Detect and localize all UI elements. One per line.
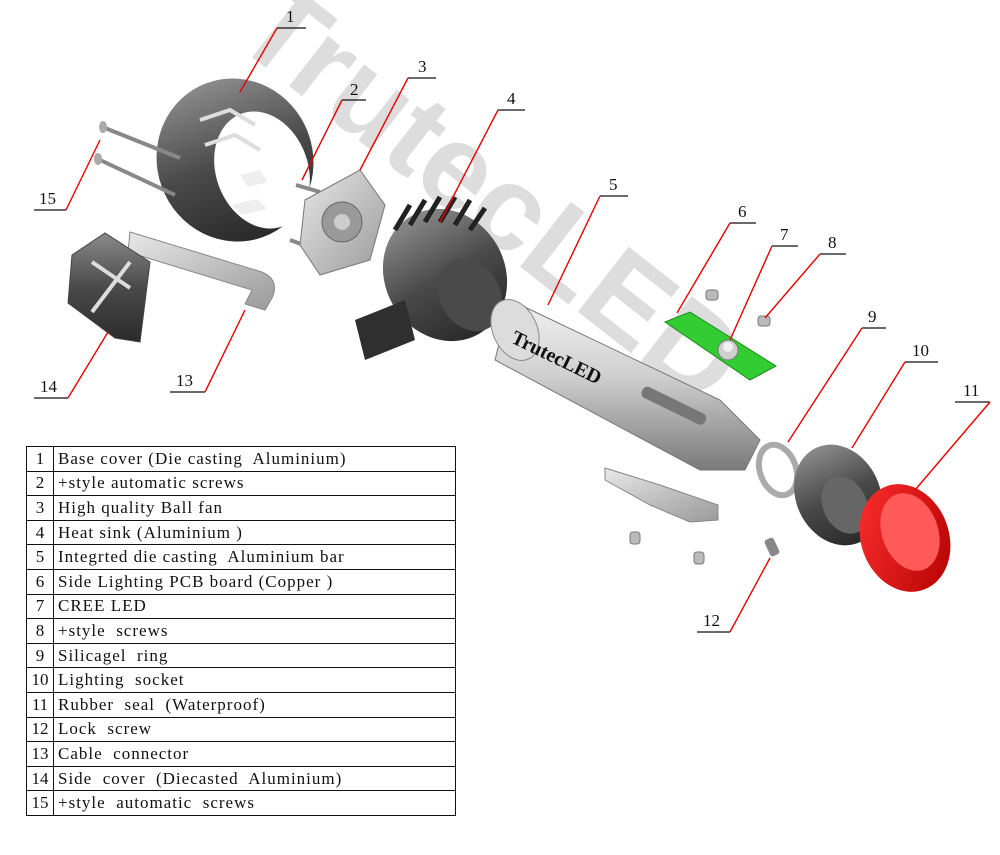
callout-12: 12 — [697, 557, 771, 633]
part-number: 15 — [26, 790, 54, 816]
part-number: 4 — [26, 519, 54, 546]
callout-10: 10 — [851, 341, 938, 449]
svg-text:9: 9 — [868, 307, 877, 326]
callout-13: 13 — [170, 309, 246, 393]
part-description: Rubber seal (Waterproof) — [53, 691, 456, 718]
part-number: 6 — [26, 568, 54, 595]
svg-text:13: 13 — [176, 371, 193, 390]
part-cable-connector — [127, 231, 275, 311]
callouts: 1 2 3 4 5 6 7 — [34, 7, 991, 633]
table-row: 8+style screws — [26, 618, 456, 644]
callout-5: 5 — [547, 175, 628, 306]
part-description: CREE LED — [53, 593, 456, 620]
callout-1: 1 — [239, 7, 306, 93]
part-number: 2 — [26, 470, 54, 497]
table-row: 15+style automatic screws — [26, 790, 456, 816]
svg-text:12: 12 — [703, 611, 720, 630]
part-description: Heat sink (Aluminium ) — [53, 519, 456, 546]
svg-text:11: 11 — [963, 381, 979, 400]
part-number: 10 — [26, 667, 54, 693]
svg-text:8: 8 — [828, 233, 837, 252]
part-rubber-seal — [859, 484, 951, 592]
part-number: 13 — [26, 741, 54, 767]
part-description: +style automatic screws — [53, 790, 456, 816]
part-description: Base cover (Die casting Aluminium) — [53, 446, 456, 472]
svg-text:10: 10 — [912, 341, 929, 360]
svg-text:3: 3 — [418, 57, 427, 76]
part-description: Lighting socket — [53, 667, 456, 693]
part-description: Side Lighting PCB board (Copper ) — [53, 568, 456, 595]
callout-9: 9 — [787, 307, 886, 443]
part-bottom-plate — [604, 467, 719, 565]
part-number: 14 — [26, 765, 54, 792]
svg-text:5: 5 — [609, 175, 618, 194]
part-description: Silicagel ring — [53, 642, 456, 669]
part-description: +style automatic screws — [53, 470, 456, 497]
part-side-cover — [67, 232, 151, 343]
part-description: Lock screw — [53, 716, 456, 743]
part-base-cover — [156, 78, 314, 242]
part-description: High quality Ball fan — [53, 495, 456, 521]
part-silicagel-ring — [755, 441, 801, 499]
svg-text:2: 2 — [350, 80, 359, 99]
part-description: Side cover (Diecasted Aluminium) — [53, 765, 456, 792]
part-number: 7 — [26, 593, 54, 620]
part-number: 5 — [26, 544, 54, 570]
part-lock-screw — [764, 537, 780, 557]
svg-text:4: 4 — [507, 89, 516, 108]
part-number: 12 — [26, 716, 54, 743]
part-description: Integrted die casting Aluminium bar — [53, 544, 456, 570]
part-number: 9 — [26, 642, 54, 669]
part-number: 8 — [26, 618, 54, 644]
callout-15: 15 — [34, 139, 101, 211]
part-number: 3 — [26, 495, 54, 521]
callout-8: 8 — [764, 233, 846, 319]
svg-text:14: 14 — [40, 377, 58, 396]
svg-text:1: 1 — [286, 7, 295, 26]
part-screws-pcb — [705, 289, 771, 327]
callout-3: 3 — [359, 57, 436, 171]
table-row: 2+style automatic screws — [26, 470, 456, 497]
svg-text:7: 7 — [780, 225, 789, 244]
callout-7: 7 — [729, 225, 798, 341]
part-number: 11 — [26, 691, 54, 718]
callout-11: 11 — [914, 381, 991, 491]
part-description: +style screws — [53, 618, 456, 644]
callout-14: 14 — [34, 331, 109, 399]
part-heat-sink — [355, 195, 508, 360]
part-ball-fan — [299, 169, 386, 276]
part-description: Cable connector — [53, 741, 456, 767]
callout-6: 6 — [676, 202, 756, 314]
svg-text:15: 15 — [39, 189, 56, 208]
callout-4: 4 — [439, 89, 525, 223]
part-lighting-socket — [794, 444, 882, 546]
part-number: 1 — [26, 446, 54, 472]
part-pcb-board — [663, 311, 777, 381]
svg-text:6: 6 — [738, 202, 747, 221]
part-screws-long — [94, 121, 181, 197]
callout-2: 2 — [301, 80, 366, 181]
